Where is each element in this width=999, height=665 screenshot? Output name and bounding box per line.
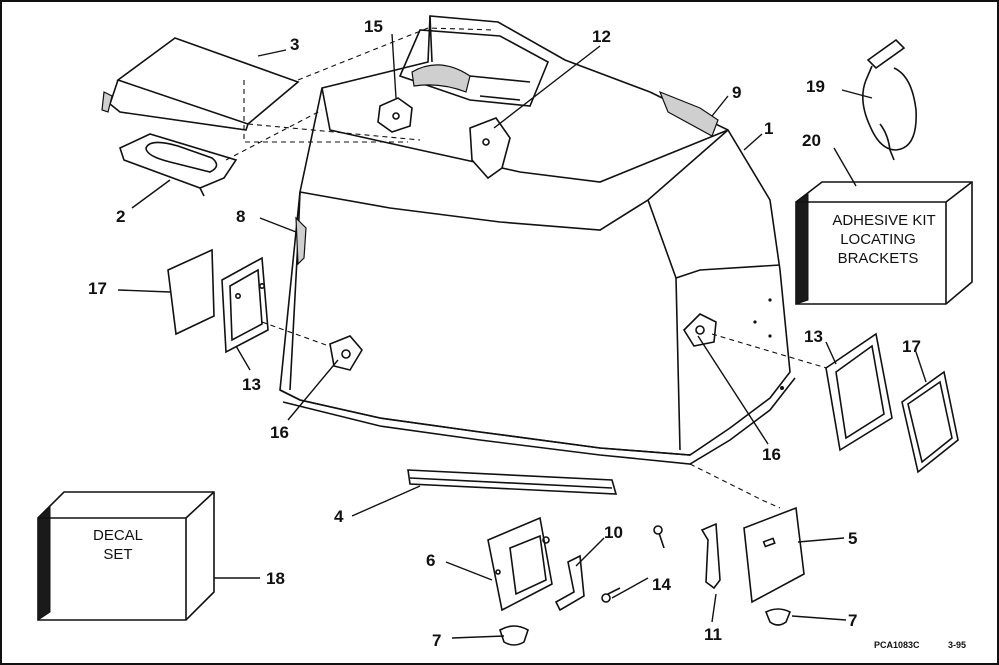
callout-2: 2 [116, 207, 125, 226]
drawing-code: PCA1083C [874, 640, 920, 650]
seal-strip-12-hole [482, 138, 490, 146]
intake-gasket [119, 133, 238, 197]
align-line-4 [689, 463, 781, 509]
trim-strip-4 [407, 469, 618, 495]
callout-3: 3 [290, 35, 299, 54]
callout-12: 12 [592, 27, 611, 46]
callout-17-right: 17 [902, 337, 921, 356]
callout-19: 19 [806, 77, 825, 96]
callout-16-right: 16 [762, 445, 781, 464]
kit-box-line-3: BRACKETS [838, 250, 919, 267]
kit-box-line-1: ADHESIVE KIT [832, 212, 935, 229]
callout-20: 20 [802, 131, 821, 150]
leader-lines [117, 27, 927, 639]
hook-11 [700, 522, 721, 590]
cable-19 [862, 38, 917, 161]
callout-11: 11 [704, 625, 722, 644]
callout-4: 4 [334, 507, 344, 526]
callout-16-left: 16 [270, 423, 289, 442]
decal-box-18 [37, 491, 215, 621]
latch-6 [487, 516, 553, 612]
kit-box-line-2: LOCATING [840, 231, 916, 248]
callout-1: 1 [764, 119, 773, 138]
decal-box-line-2: SET [103, 546, 132, 563]
callout-7-left: 7 [432, 631, 441, 650]
align-line-16-right [711, 333, 841, 373]
drawing-date: 3-95 [948, 640, 966, 650]
callout-9: 9 [732, 83, 741, 102]
align-line-13-left [261, 321, 341, 351]
callout-18: 18 [266, 569, 285, 588]
bracket-16-left [329, 335, 363, 371]
seal-strip-9 [658, 90, 719, 137]
seal-strip-8 [295, 216, 307, 266]
decal-box-line-1: DECAL [93, 527, 143, 544]
callout-13-left: 13 [242, 375, 261, 394]
plate-13-right [825, 332, 893, 452]
callout-15: 15 [364, 17, 383, 36]
seal-strip-12 [469, 117, 511, 180]
callout-numbers: 3 2 15 12 9 1 8 19 20 17 13 13 17 16 16 … [88, 17, 921, 650]
engine-cover [279, 15, 796, 465]
callout-6: 6 [426, 551, 435, 570]
callout-7-right: 7 [848, 611, 857, 630]
grommet-7-left [499, 625, 529, 646]
hood-cover [101, 37, 300, 131]
kit-box-20 [795, 181, 973, 305]
plate-13-left [221, 256, 269, 354]
bracket-16-right [682, 313, 717, 347]
callout-8: 8 [236, 207, 245, 226]
grommet-7-right [764, 608, 792, 626]
plate-17-left [167, 248, 215, 336]
seal-strip-15-hole [392, 112, 400, 120]
plate-17-right [901, 370, 959, 474]
screw-14 [601, 525, 665, 603]
clip-10 [554, 554, 585, 612]
seal-strip-15 [377, 97, 413, 133]
callout-10: 10 [604, 523, 623, 542]
callout-13-right: 13 [804, 327, 823, 346]
callout-5: 5 [848, 529, 857, 548]
callout-14: 14 [652, 575, 671, 594]
plate-5 [743, 506, 805, 604]
callout-17-left: 17 [88, 279, 107, 298]
